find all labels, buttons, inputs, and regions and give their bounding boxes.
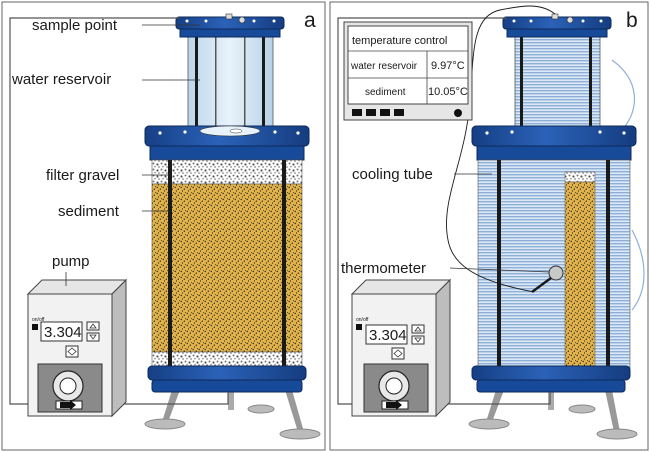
column-b-legs xyxy=(468,390,638,440)
leader-thermometer xyxy=(449,267,550,273)
temp-row-0-value: 9.97°C xyxy=(431,60,465,72)
pump-b-power-button[interactable] xyxy=(356,324,362,330)
pump-b-display-value: 3.304 xyxy=(369,327,407,344)
pump-a-up-arrow-icon xyxy=(89,323,97,329)
mid-flange-a xyxy=(144,125,310,161)
pump-a: on/off 3.304 xyxy=(26,278,128,418)
tc-button-1[interactable] xyxy=(352,109,362,116)
pump-a-flow-arrow-icon xyxy=(60,400,76,410)
pump-a-display xyxy=(40,321,83,342)
pump-b-down-arrow-icon xyxy=(414,337,422,343)
panel-b: b xyxy=(329,1,649,451)
pump-b-up-button[interactable] xyxy=(411,324,425,334)
temperature-control-unit: temperature control water reservoir 9.97… xyxy=(343,21,473,121)
label-sample-point: sample point xyxy=(32,17,118,34)
cooling-tube-loop-side xyxy=(631,229,645,311)
pump-b-down-button[interactable] xyxy=(411,335,425,345)
temperature-control-screen xyxy=(347,25,469,105)
panel-b-letter: b xyxy=(626,9,638,32)
cooling-tube-coil xyxy=(477,159,631,369)
temp-row-1-name: sediment xyxy=(365,87,406,98)
label-sediment: sediment xyxy=(58,203,120,220)
pump-a-down-button[interactable] xyxy=(86,332,100,342)
label-thermometer: thermometer xyxy=(341,260,426,277)
column-a-legs xyxy=(144,390,321,440)
pump-b-up-arrow-icon xyxy=(414,326,422,332)
water-reservoir-b xyxy=(514,35,601,131)
tc-power-knob[interactable] xyxy=(454,109,462,117)
label-cooling-tube: cooling tube xyxy=(352,166,433,183)
panel-a-letter: a xyxy=(304,9,316,32)
water-reservoir-a xyxy=(187,35,274,131)
label-filter-gravel: filter gravel xyxy=(46,167,119,184)
pump-a-power-button[interactable] xyxy=(32,324,38,330)
cooling-tube-loop-top xyxy=(611,59,635,131)
pump-b: on/off 3.304 xyxy=(350,278,452,418)
pump-a-switch-label: on/off xyxy=(32,317,45,323)
pump-b-switch-label: on/off xyxy=(356,317,369,323)
pump-b-direction-button[interactable] xyxy=(391,347,405,360)
tc-button-4[interactable] xyxy=(394,109,404,116)
bottom-flange-a xyxy=(147,365,307,393)
tc-button-2[interactable] xyxy=(366,109,376,116)
temp-row-0-name: water reservoir xyxy=(350,61,418,72)
sediment-column-a xyxy=(151,159,303,380)
sediment-window-b xyxy=(564,181,596,369)
pump-b-flow-arrow-icon xyxy=(386,400,402,410)
temperature-control-title: temperature control xyxy=(352,35,447,47)
pump-b-direction-icon xyxy=(393,349,403,358)
top-flange-a xyxy=(175,13,285,38)
panel-a: a xyxy=(1,1,326,451)
pump-a-direction-button[interactable] xyxy=(65,345,79,358)
top-flange-b xyxy=(502,13,612,38)
label-pump: pump xyxy=(52,253,90,270)
pump-a-direction-icon xyxy=(67,347,77,356)
mid-flange-b xyxy=(471,125,637,161)
cooled-column-b xyxy=(477,159,631,380)
tubing-b-return xyxy=(416,392,551,405)
sediment-fill-a xyxy=(151,183,303,353)
filter-gravel-top-a xyxy=(151,159,303,185)
bottom-flange-b xyxy=(471,365,631,393)
thermometer-probe xyxy=(548,265,564,281)
temp-row-1-value: 10.05°C xyxy=(428,86,468,98)
pump-a-display-value: 3.304 xyxy=(44,324,82,341)
thermometer-stem xyxy=(531,276,552,294)
pump-a-up-button[interactable] xyxy=(86,321,100,331)
pump-b-display xyxy=(365,324,408,345)
label-water-reservoir: water reservoir xyxy=(11,71,111,88)
tubing-a-return xyxy=(88,392,229,405)
tc-button-3[interactable] xyxy=(380,109,390,116)
pump-a-down-arrow-icon xyxy=(89,334,97,340)
